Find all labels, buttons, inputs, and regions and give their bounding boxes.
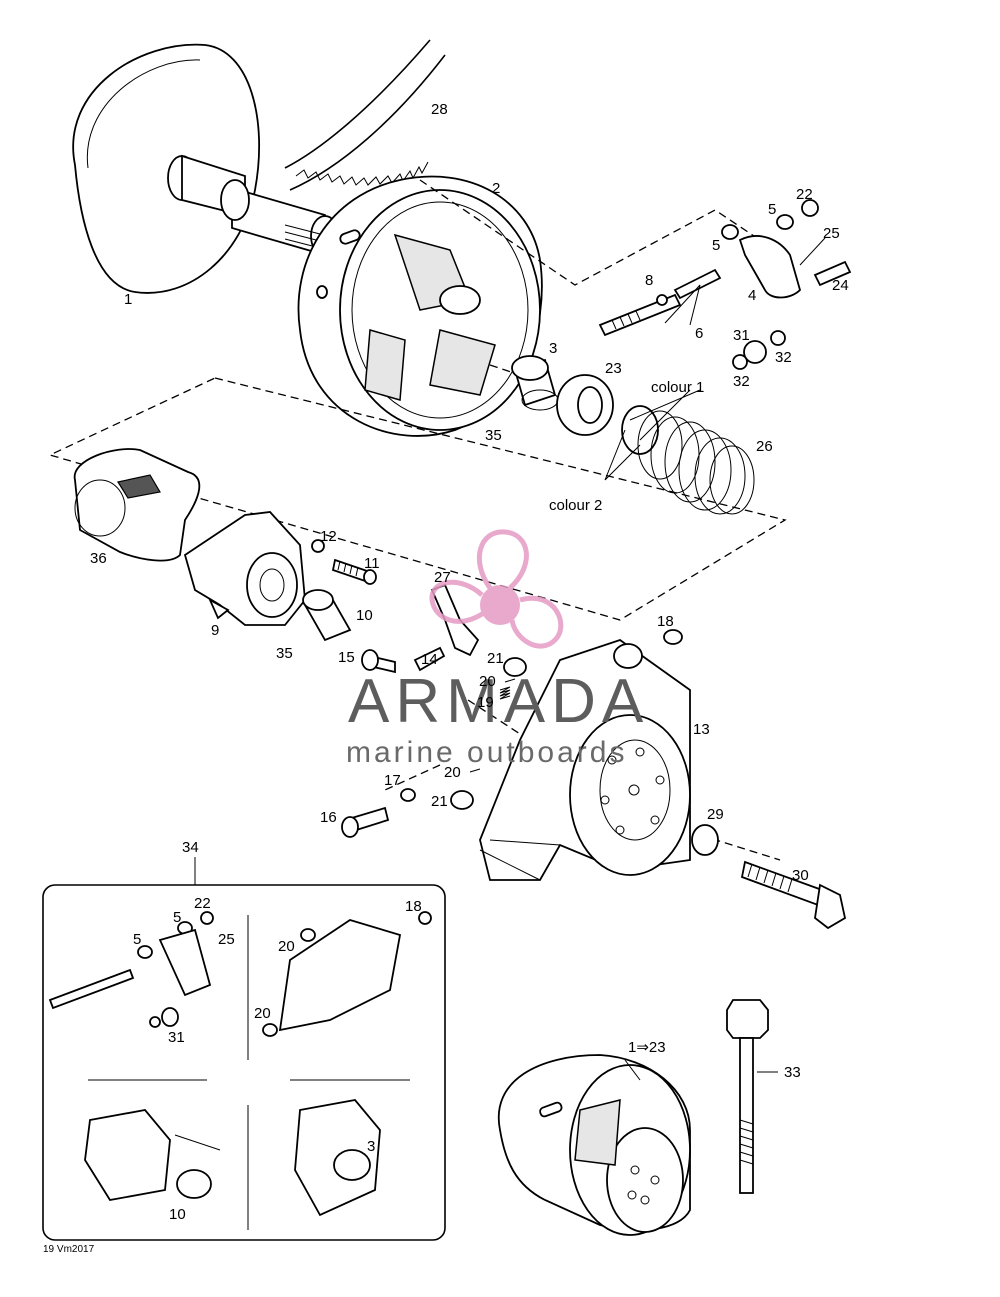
fixed-sheave-part-1: [72, 43, 340, 294]
pin-part-16: [341, 806, 390, 838]
inset-box-34: [42, 857, 446, 1241]
callout-20-lower: 20: [444, 764, 461, 781]
washer-part-17: [400, 788, 416, 802]
callout-21-lower: 21: [431, 793, 448, 810]
callout-28: 28: [431, 101, 448, 118]
callout-29: 29: [707, 806, 724, 823]
dashed-axis-upper: [419, 179, 776, 286]
inset-callout-18: 18: [405, 898, 422, 915]
callout-20-upper: 20: [479, 673, 496, 690]
bushing-part-21-bottom: [450, 790, 474, 810]
sliding-sheave-part-2: [297, 175, 543, 437]
callout-23: 23: [605, 360, 622, 377]
callout-5-upper: 5: [768, 201, 776, 218]
sheave-assembly-1-to-23: [497, 1054, 691, 1236]
inset-callout-25: 25: [218, 931, 235, 948]
pin-part-14: [413, 646, 446, 672]
watermark-subtitle: marine outboards: [346, 736, 627, 769]
callout-8: 8: [645, 272, 653, 289]
washer-part-12: [311, 539, 325, 553]
inset-callout-10: 10: [169, 1206, 186, 1223]
cam-part-36: [74, 448, 201, 562]
bushing-part-3: [511, 355, 559, 411]
callout-10: 10: [356, 607, 373, 624]
washer-part-29: [691, 824, 719, 856]
logo-blade-right: [509, 595, 564, 649]
spring-part-19: [499, 686, 511, 700]
dashed-axis-lower: [48, 377, 787, 621]
roller-arm-assembly: [598, 199, 852, 370]
callout-26: 26: [756, 438, 773, 455]
cap-part-18: [663, 629, 683, 645]
callout-32-right: 32: [775, 349, 792, 366]
callout-1: 1: [124, 291, 132, 308]
callout-16: 16: [320, 809, 337, 826]
inset-callout-5-right: 5: [173, 909, 181, 926]
inset-callout-3: 3: [367, 1138, 375, 1155]
callout-32-left: 32: [733, 373, 750, 390]
washer-part-23: [556, 374, 614, 436]
callout-30: 30: [792, 867, 809, 884]
callout-11: 11: [364, 555, 380, 572]
callout-36: 36: [90, 550, 107, 567]
plug-part-15: [361, 649, 396, 674]
bolt-part-33: [726, 999, 778, 1194]
callout-5-lower: 5: [712, 237, 720, 254]
callout-2: 2: [492, 180, 500, 197]
callout-9: 9: [211, 622, 219, 639]
callout-1-to-23: 1⇒23: [628, 1039, 666, 1056]
governor-cup-part-13: [479, 639, 691, 881]
logo-blade-left: [429, 579, 487, 624]
spider-part-9: [183, 511, 306, 626]
label-colour-1: colour 1: [651, 379, 704, 396]
callout-33: 33: [784, 1064, 801, 1081]
bolt-part-30: [740, 860, 847, 930]
callout-34: 34: [182, 839, 199, 856]
bushing-part-10: [302, 589, 352, 642]
clip-part-20: [469, 678, 516, 773]
callout-27: 27: [434, 569, 451, 586]
inset-callout-20-lower: 20: [254, 1005, 271, 1022]
figure-code: 19 Vm2017: [43, 1244, 95, 1255]
logo-hub: [480, 585, 520, 625]
drive-belt-part-28: [284, 39, 446, 191]
callout-12: 12: [320, 528, 337, 545]
inset-callout-5-left: 5: [133, 931, 141, 948]
logo-blade-top: [476, 529, 529, 590]
armada-logo-icon: [429, 529, 564, 649]
callout-31: 31: [733, 327, 750, 344]
dashed-axis-pin: [384, 764, 441, 791]
callout-17: 17: [384, 772, 401, 789]
callout-6: 6: [695, 325, 703, 342]
screw-part-11: [331, 558, 377, 585]
callout-18: 18: [657, 613, 674, 630]
callout-35-upper: 35: [485, 427, 502, 444]
callout-13: 13: [693, 721, 710, 738]
bushing-part-21-top: [503, 657, 527, 677]
callout-21-upper: 21: [487, 650, 504, 667]
callout-35-lower: 35: [276, 645, 293, 662]
callout-22: 22: [796, 186, 813, 203]
callout-25: 25: [823, 225, 840, 242]
callout-4: 4: [748, 287, 756, 304]
callout-15: 15: [338, 649, 355, 666]
label-colour-2: colour 2: [549, 497, 602, 514]
inset-callout-20-upper: 20: [278, 938, 295, 955]
callout-19: 19: [477, 694, 494, 711]
watermark-title: ARMADA: [348, 667, 649, 736]
callout-3: 3: [549, 340, 557, 357]
inset-callout-31: 31: [168, 1029, 185, 1046]
callout-14: 14: [421, 651, 438, 668]
callout-24: 24: [832, 277, 849, 294]
inset-callout-22: 22: [194, 895, 211, 912]
spring-part-26: [604, 389, 755, 515]
